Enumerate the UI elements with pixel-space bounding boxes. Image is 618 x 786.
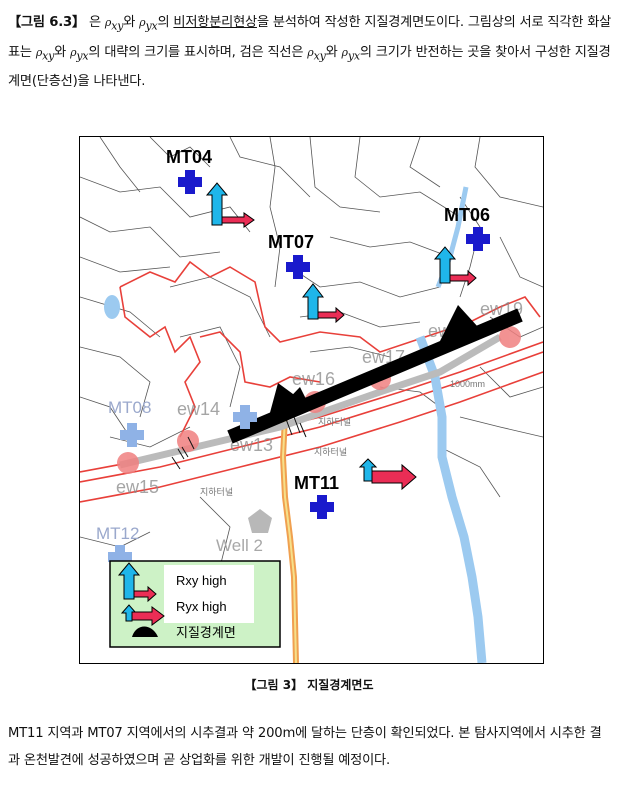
mt11-station-icon	[310, 495, 334, 519]
mt04-station-icon	[178, 170, 202, 194]
mt07-label: MT07	[268, 232, 314, 252]
ew14-label: ew14	[177, 399, 220, 419]
geologic-boundary-map: ew19 ew ew17 ew16 ew14 ew13 ew15 지하터널 지하…	[79, 136, 544, 664]
survey-line	[119, 333, 502, 469]
legend-boundary-icon	[132, 626, 158, 637]
tunnel-label-b: 지하터널	[200, 487, 233, 497]
resistivity-arrows	[205, 182, 477, 491]
mt12-label: MT12	[96, 524, 139, 543]
river	[415, 335, 487, 663]
tunnel-label-a: 지하터널	[314, 447, 347, 457]
tunnel-label-c: 지하터널	[318, 417, 351, 427]
fault-line	[227, 305, 523, 444]
legend-ryx-icon	[131, 606, 165, 626]
legend-ryx-label: Ryx high	[176, 599, 227, 614]
resistivity-separation-term: 비저항분리현상	[173, 15, 257, 30]
well-icon	[248, 509, 272, 533]
scale-label: 1000mm	[450, 379, 485, 389]
mt11-label: MT11	[294, 473, 339, 493]
mt08-station-icon	[120, 423, 144, 447]
ew16-label: ew16	[292, 369, 335, 389]
intro-paragraph: 【그림 6.3】 은 ρxy와 ρyx의 비저항분리현상을 분석하여 작성한 지…	[8, 15, 612, 90]
mt06-label: MT06	[444, 205, 490, 225]
outro-paragraph: MT11 지역과 MT07 지역에서의 시추결과 약 200m에 달하는 단층이…	[8, 726, 602, 768]
legend: Rxy high Ryx high 지질경계면	[109, 560, 281, 648]
mt04-label: MT04	[166, 147, 212, 167]
mt07-station-icon	[286, 255, 310, 279]
mt08-label: MT08	[108, 398, 151, 417]
legend-rxy-label: Rxy high	[176, 573, 227, 588]
parcel-lines	[80, 137, 543, 568]
map-svg: ew19 ew ew17 ew16 ew14 ew13 ew15 지하터널 지하…	[80, 137, 543, 663]
legend-boundary-label: 지질경계면	[176, 625, 236, 640]
mt06-station-icon	[466, 227, 490, 251]
well-label: Well 2	[216, 536, 263, 555]
figure-reference: 【그림 6.3】	[8, 15, 85, 30]
figure-caption: 【그림 3】 지질경계면도	[244, 678, 374, 692]
ew15-label: ew15	[116, 477, 159, 497]
